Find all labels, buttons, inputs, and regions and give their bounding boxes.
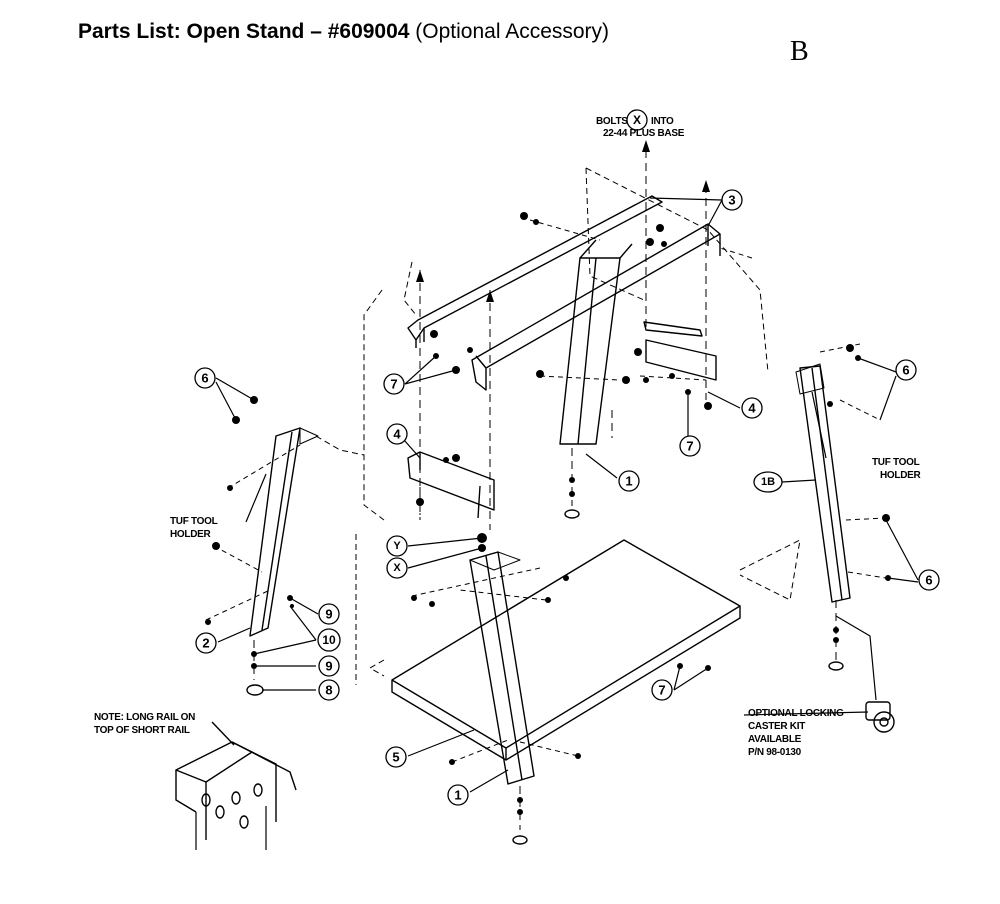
note-long-rail-1: NOTE: LONG RAIL ON	[94, 712, 195, 723]
callout-7-center-label: 7	[686, 439, 693, 454]
title-normal: (Optional Accessory)	[409, 20, 610, 43]
callout-6-upper-right	[895, 359, 917, 381]
callout-4-right	[741, 397, 763, 419]
callout-7-lower-label: 7	[658, 683, 665, 698]
title-bold: Parts List: Open Stand – #609004	[78, 20, 410, 43]
callout-6-upper-left-label: 6	[201, 371, 208, 386]
callout-1-rear	[618, 470, 640, 492]
callout-9-upper	[318, 603, 340, 625]
callout-9-upper-label: 9	[325, 607, 332, 622]
note-into: INTO	[651, 116, 674, 127]
callout-10-label: 10	[322, 633, 336, 647]
note-caster-1: OPTIONAL LOCKING	[748, 708, 844, 719]
rear-leg	[559, 257, 621, 445]
side-rail-right	[643, 321, 703, 337]
callout-4-left	[386, 423, 408, 445]
callout-1b	[753, 471, 783, 493]
callout-6-lower-right	[918, 569, 940, 591]
x-symbol-circle	[626, 109, 648, 131]
callout-7-upper-left-label: 7	[390, 377, 397, 392]
callout-5-label: 5	[392, 750, 399, 765]
callout-2	[195, 632, 217, 654]
shelf	[391, 539, 741, 749]
callout-2-label: 2	[202, 636, 209, 651]
callout-3	[721, 189, 743, 211]
left-leg	[249, 427, 301, 637]
callout-4-right-label: 4	[748, 401, 756, 416]
stand-drawing	[175, 140, 895, 850]
note-long-rail-2: TOP OF SHORT RAIL	[94, 725, 190, 736]
note-tuf-left-1: TUF TOOL	[170, 516, 218, 527]
callout-x-label: X	[393, 562, 401, 574]
callout-9-lower-label: 9	[325, 659, 332, 674]
callout-9-lower	[318, 655, 340, 677]
callout-6-upper-right-label: 6	[902, 363, 909, 378]
parts-list-title: Parts List: Open Stand – #609004 (Option…	[78, 20, 609, 44]
note-tuf-right-2: HOLDER	[880, 470, 922, 481]
note-caster-4: P/N 98-0130	[748, 747, 802, 758]
rail-bracket-right	[645, 339, 717, 381]
note-x-symbol: X	[633, 113, 641, 127]
callout-5	[385, 746, 407, 768]
callout-4-left-label: 4	[393, 427, 401, 442]
note-bolts: BOLTS	[596, 116, 628, 127]
callout-1-front-label: 1	[454, 788, 461, 803]
callout-6-upper-left	[194, 367, 216, 389]
callout-6-lower-right-label: 6	[925, 573, 932, 588]
callout-8-label: 8	[325, 683, 332, 698]
note-caster-3: AVAILABLE	[748, 734, 802, 745]
callout-7-upper-left	[383, 373, 405, 395]
note-tuf-left-2: HOLDER	[170, 529, 212, 540]
note-tuf-right-1: TUF TOOL	[872, 457, 920, 468]
top-rail-rear	[407, 195, 663, 341]
callout-1b-label: 1B	[761, 476, 775, 488]
callout-1-rear-label: 1	[625, 474, 632, 489]
callout-leaders	[215, 197, 919, 793]
caster-wheel	[873, 711, 895, 733]
callout-x	[386, 557, 408, 579]
top-rail-front	[471, 223, 721, 391]
callout-7-center	[679, 435, 701, 457]
caster-housing	[865, 701, 891, 721]
callout-y-label: Y	[393, 540, 401, 552]
callout-8	[318, 679, 340, 701]
callout-y	[386, 535, 408, 557]
side-rail-left	[407, 451, 495, 511]
callout-1-front	[447, 784, 469, 806]
callout-3-label: 3	[728, 193, 735, 208]
note-base: 22-44 PLUS BASE	[603, 128, 685, 139]
callout-10	[317, 628, 341, 652]
callout-7-lower	[651, 679, 673, 701]
note-caster-2: CASTER KIT	[748, 721, 805, 732]
sheet-letter: B	[790, 36, 809, 67]
inset-rail-top	[175, 741, 253, 783]
